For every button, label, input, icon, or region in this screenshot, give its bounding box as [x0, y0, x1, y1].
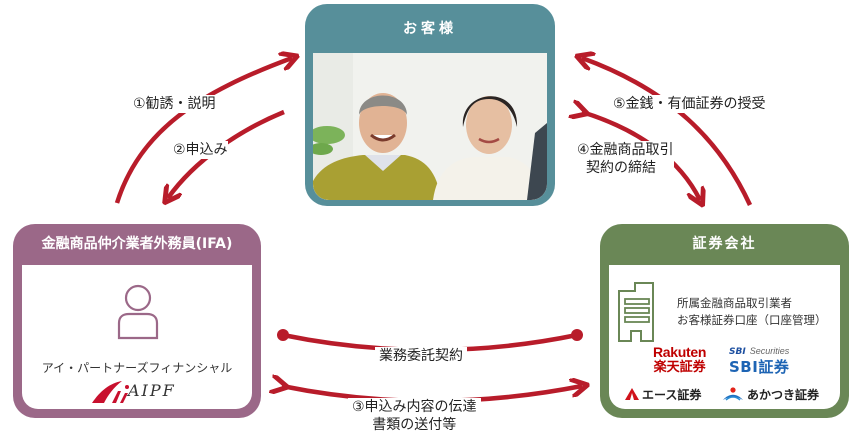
securities-line2: お客様証券口座（口座管理）: [677, 313, 827, 327]
label-step1: ①勧誘・説明: [133, 95, 216, 113]
akatsuki-icon: [723, 387, 743, 401]
label-step3-line2: 書類の送付等: [372, 417, 457, 433]
rakuten-logo-ja: 楽天証券: [653, 360, 706, 375]
rakuten-logo-en: Rakuten: [653, 344, 707, 360]
ifa-box: 金融商品仲介業者外務員(IFA) アイ・パートナーズフィナンシャル AIPF: [13, 224, 261, 418]
securities-description: 所属金融商品取引業者 お客様証券口座（口座管理）: [677, 295, 827, 329]
label-step3: ③申込み内容の伝達 書類の送付等: [348, 398, 481, 434]
ifa-company-name: アイ・パートナーズフィナンシャル: [41, 361, 233, 375]
person-icon: [117, 284, 159, 340]
label-step5: ⑤金銭・有価証券の授受: [613, 95, 766, 113]
ace-triangle-icon: [625, 388, 639, 400]
sbi-logo-securities: Securities: [749, 346, 790, 356]
building-icon: [618, 282, 654, 342]
ace-logo: エース証券: [625, 386, 701, 403]
sbi-logo-small: SBI: [729, 347, 746, 357]
senior-couple-image: [313, 53, 547, 200]
contract-dot-right: [571, 329, 583, 341]
arrow-step5: [582, 58, 753, 206]
contract-dot-left: [277, 329, 289, 341]
customer-title: お客様: [403, 21, 457, 37]
securities-title: 証券会社: [692, 236, 757, 252]
label-step4-line1: ④金融商品取引: [577, 142, 674, 158]
label-step2: ②申込み: [173, 141, 228, 159]
securities-box: 証券会社 所属金融商品取引業者 お客様証券口座（口座管理） Rakuten 楽天…: [600, 224, 849, 418]
label-step3-line1: ③申込み内容の伝達: [352, 399, 477, 415]
label-step4: ④金融商品取引 契約の締結: [577, 141, 674, 177]
sbi-logo-ja: SBI証券: [729, 358, 790, 376]
ifa-title: 金融商品仲介業者外務員(IFA): [41, 236, 233, 252]
aipf-logo-text: AIPF: [128, 381, 176, 400]
ace-logo-text: エース証券: [642, 388, 702, 402]
securities-content: 所属金融商品取引業者 お客様証券口座（口座管理） Rakuten 楽天証券 SB…: [609, 265, 840, 409]
securities-line1: 所属金融商品取引業者: [677, 296, 792, 310]
label-contract: 業務委託契約: [375, 347, 467, 365]
customer-photo: [313, 53, 547, 200]
rakuten-logo: Rakuten 楽天証券: [653, 345, 706, 376]
arrow-step1: [114, 58, 292, 204]
customer-box: お客様: [305, 4, 555, 206]
akatsuki-logo-text: あかつき証券: [747, 388, 820, 402]
label-step4-line2: 契約の締結: [586, 160, 656, 176]
aipf-swoosh-icon: [92, 381, 129, 403]
ifa-content: アイ・パートナーズフィナンシャル AIPF: [22, 265, 252, 409]
aipf-logo: AIPF: [90, 379, 200, 405]
akatsuki-logo: あかつき証券: [723, 386, 819, 403]
